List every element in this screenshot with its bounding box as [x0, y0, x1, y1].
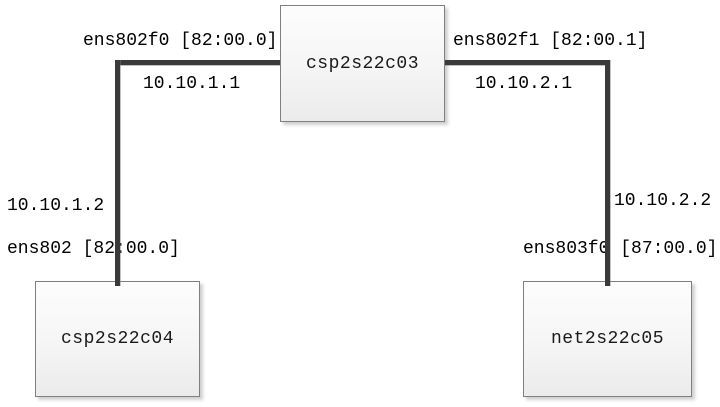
link1-vertical-line: [115, 60, 120, 286]
node-label-csp2s22c03: csp2s22c03: [305, 53, 420, 74]
node-box-net2s22c05: net2s22c05: [523, 281, 692, 397]
link1-from-ip-label: 10.10.1.1: [143, 74, 241, 94]
link1-horizontal-line: [115, 60, 280, 65]
link2-from-interface-label: ens802f1 [82:00.1]: [453, 31, 648, 51]
node-box-csp2s22c04: csp2s22c04: [35, 281, 200, 397]
link1-to-ip-label: 10.10.1.2: [7, 196, 105, 216]
link1-to-interface-label: ens802 [82:00.0]: [7, 239, 180, 259]
link2-from-ip-label: 10.10.2.1: [475, 74, 573, 94]
link1-from-interface-label: ens802f0 [82:00.0]: [83, 31, 278, 51]
link2-to-interface-label: ens803f0 [87:00.0]: [523, 239, 718, 259]
node-box-csp2s22c03: csp2s22c03: [280, 5, 445, 122]
link2-vertical-line: [605, 60, 610, 286]
node-label-csp2s22c04: csp2s22c04: [60, 329, 175, 349]
node-label-net2s22c05: net2s22c05: [550, 329, 665, 349]
link2-to-ip-label: 10.10.2.2: [614, 191, 712, 211]
link2-horizontal-line: [445, 60, 610, 65]
